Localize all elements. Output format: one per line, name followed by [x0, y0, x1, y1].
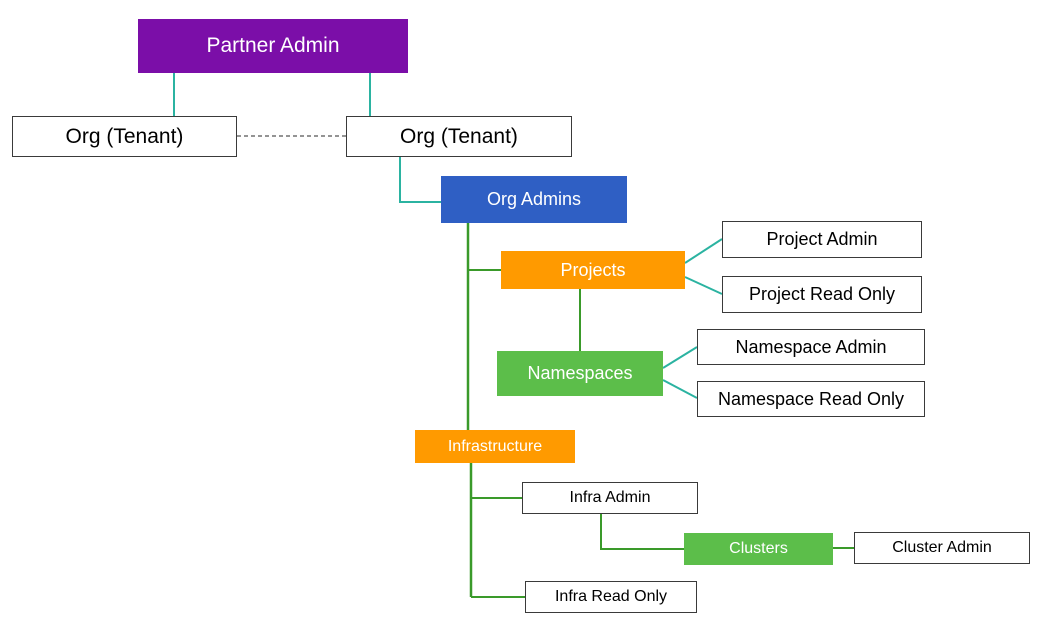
connector-infraadmin-clusters [600, 514, 684, 550]
partner-admin-node: Partner Admin [138, 19, 408, 73]
projects-node: Projects [501, 251, 685, 289]
infra-read-only-node: Infra Read Only [525, 581, 697, 613]
clusters-node: Clusters [684, 533, 833, 565]
project-read-only-node: Project Read Only [722, 276, 922, 313]
connector-namespaces-readonly [662, 379, 698, 399]
infra-admin-node: Infra Admin [522, 482, 698, 514]
org-tenant-left-node: Org (Tenant) [12, 116, 237, 157]
connector-namespaces-admin [662, 346, 698, 369]
org-tenant-right-node: Org (Tenant) [346, 116, 572, 157]
cluster-admin-node: Cluster Admin [854, 532, 1030, 564]
namespace-read-only-node: Namespace Read Only [697, 381, 925, 417]
namespace-admin-node: Namespace Admin [697, 329, 925, 365]
connector-projects-project-admin [684, 238, 723, 264]
project-admin-node: Project Admin [722, 221, 922, 258]
infrastructure-node: Infrastructure [415, 430, 575, 463]
connector-org-orgadmins [399, 156, 441, 203]
org-admins-node: Org Admins [441, 176, 627, 223]
namespaces-node: Namespaces [497, 351, 663, 396]
connector-projects-project-readonly [684, 276, 723, 295]
